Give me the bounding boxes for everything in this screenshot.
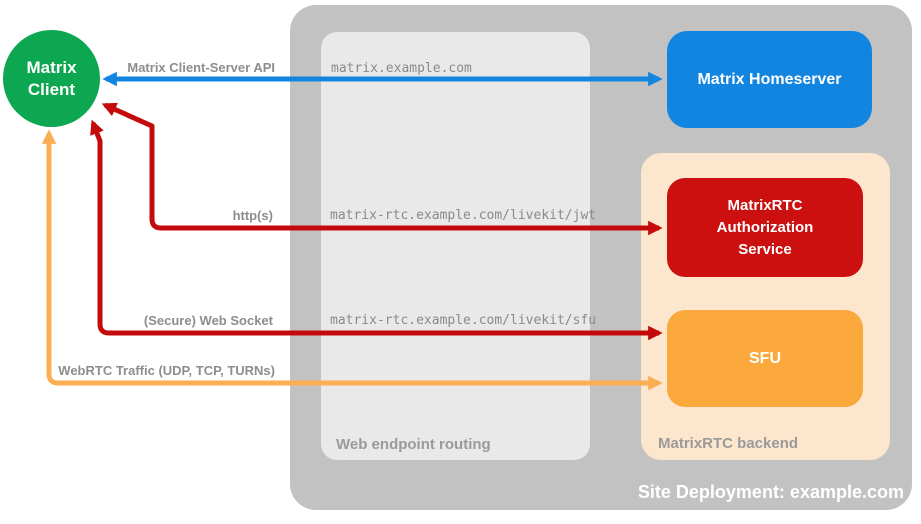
arrow-label-webrtc: WebRTC Traffic (UDP, TCP, TURNs) [58,363,275,378]
node-matrix-homeserver: Matrix Homeserver [667,31,872,128]
arrow-label-websocket: (Secure) Web Socket [143,313,273,328]
matrixrtc-backend-label: MatrixRTC backend [658,435,799,452]
endpoint-sfu-url: matrix-rtc.example.com/livekit/sfu [330,313,597,328]
node-matrixrtc-authorization-service: MatrixRTC Authorization Service [667,178,863,277]
node-sfu: SFU [667,310,863,407]
web-endpoint-routing-container [321,32,590,460]
endpoint-jwt-url: matrix-rtc.example.com/livekit/jwt [330,208,597,223]
arrow-label-https: http(s) [232,208,273,223]
node-matrix-client: Matrix Client [3,30,100,127]
arrow-label-client-server-api: Matrix Client-Server API [127,60,275,75]
endpoint-matrix-url: matrix.example.com [331,61,472,76]
site-deployment-label: Site Deployment: example.com [637,482,904,502]
web-endpoint-routing-label: Web endpoint routing [336,436,491,453]
